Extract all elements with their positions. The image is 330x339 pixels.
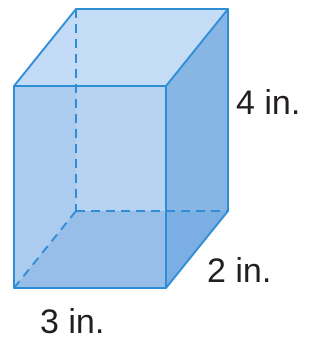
side-back-outline: [165, 9, 229, 289]
height-label: 4 in.: [236, 84, 300, 122]
top-face: [14, 9, 228, 86]
hidden-left-bottom-edge: [13, 210, 77, 289]
depth-label: 2 in.: [207, 252, 271, 290]
hidden-edges: [13, 9, 228, 289]
side-face: [166, 9, 228, 288]
width-label: 3 in.: [40, 303, 104, 339]
top-back-outline: [13, 8, 229, 87]
visible-edges: [13, 8, 229, 289]
front-face: [14, 86, 166, 288]
